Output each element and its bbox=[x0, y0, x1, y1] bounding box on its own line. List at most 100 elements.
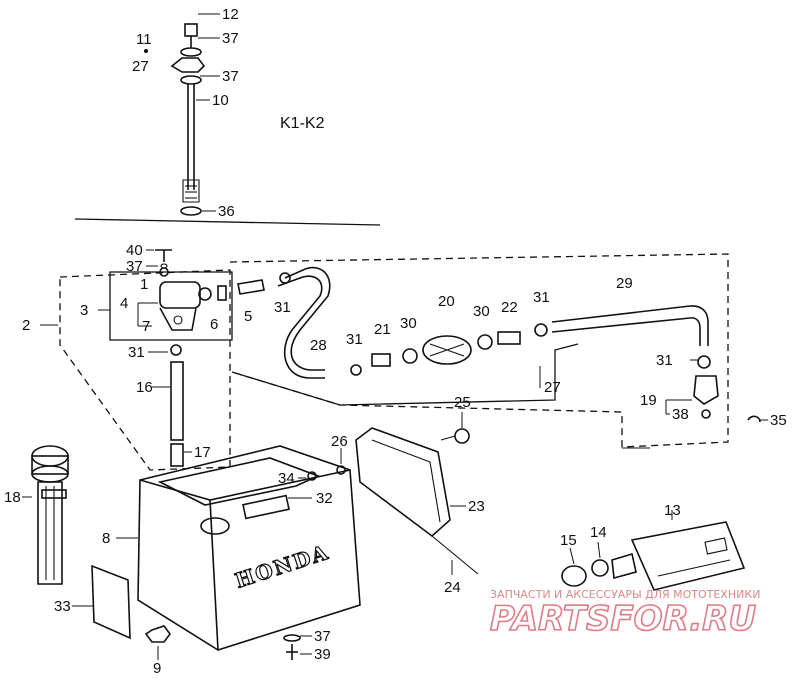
callout-37: 37 bbox=[222, 68, 239, 85]
callout-15: 15 bbox=[560, 532, 577, 549]
callout-12: 12 bbox=[222, 6, 239, 23]
part-31-clamp-left bbox=[170, 344, 182, 356]
callout-17: 17 bbox=[194, 444, 211, 461]
leader-lines bbox=[22, 13, 768, 660]
part-32-label bbox=[242, 494, 290, 520]
callout-6: 6 bbox=[210, 316, 218, 333]
callout-38: 38 bbox=[672, 406, 689, 423]
part-11-dot bbox=[144, 49, 148, 53]
part-15-cap bbox=[561, 565, 587, 587]
callout-19: 19 bbox=[640, 392, 657, 409]
part-24-strap bbox=[431, 535, 479, 575]
callout-25: 25 bbox=[454, 394, 471, 411]
part-12-bolt-head bbox=[184, 23, 198, 37]
callout-34: 34 bbox=[278, 470, 295, 487]
part-9-nut bbox=[144, 625, 171, 643]
fuel-cock-assembly bbox=[155, 249, 265, 331]
part-37-washer-top bbox=[180, 47, 202, 57]
callout-labels: 12 11 37 27 37 10 36 40 37 1 3 4 7 6 5 3… bbox=[4, 6, 787, 677]
callout-22: 22 bbox=[501, 299, 518, 316]
callout-31: 31 bbox=[533, 289, 550, 306]
callout-9: 9 bbox=[153, 660, 161, 677]
part-30-clip-left bbox=[402, 348, 418, 364]
part-30-clip-right bbox=[477, 334, 493, 350]
part-8-tank-body bbox=[137, 445, 361, 651]
callout-7: 7 bbox=[142, 318, 150, 335]
gauge-rod-assembly bbox=[144, 23, 206, 216]
callout-8: 8 bbox=[102, 530, 110, 547]
callout-37: 37 bbox=[314, 628, 331, 645]
callout-37: 37 bbox=[222, 30, 239, 47]
callout-2: 2 bbox=[22, 317, 30, 334]
part-8-filler-neck bbox=[200, 517, 230, 535]
part-8-handle bbox=[157, 457, 321, 506]
fuel-line-assembly bbox=[277, 266, 709, 379]
tank-brand-text: HONDA bbox=[232, 540, 332, 593]
callout-1: 1 bbox=[140, 276, 148, 293]
fuel-gauge-float bbox=[31, 445, 69, 585]
breather-hose-assembly bbox=[170, 344, 184, 467]
part-5-nipple bbox=[237, 279, 265, 295]
part-34-vent-screw bbox=[307, 471, 317, 481]
callout-16: 16 bbox=[136, 379, 153, 396]
callout-4: 4 bbox=[120, 295, 128, 312]
part-31-clamp-right bbox=[534, 323, 548, 337]
callout-20: 20 bbox=[438, 293, 455, 310]
oil-bottle bbox=[561, 521, 746, 591]
callout-31: 31 bbox=[346, 331, 363, 348]
callout-36: 36 bbox=[218, 203, 235, 220]
part-7-lever bbox=[159, 307, 197, 331]
part-20-primer-bulb bbox=[422, 335, 472, 365]
callout-31: 31 bbox=[656, 352, 673, 369]
callout-40: 40 bbox=[126, 242, 143, 259]
callout-39: 39 bbox=[314, 646, 331, 663]
part-13-bottle bbox=[630, 521, 746, 591]
part-18-gauge-stem bbox=[37, 481, 63, 585]
fuel-tank: HONDA bbox=[137, 445, 361, 651]
part-23-cover bbox=[355, 427, 451, 538]
watermark: ЗАПЧАСТИ И АКСЕССУАРЫ ДЛЯ МОТОТЕХНИКИ PA… bbox=[489, 588, 760, 640]
callout-23: 23 bbox=[468, 498, 485, 515]
part-1-cock-body bbox=[159, 281, 201, 309]
callout-26: 26 bbox=[331, 433, 348, 450]
part-38-oring bbox=[701, 409, 711, 419]
part-28-hose-inner bbox=[277, 275, 325, 379]
callout-29: 29 bbox=[616, 275, 633, 292]
part-31-clamp-top bbox=[279, 272, 291, 284]
part-22-connector bbox=[497, 331, 521, 345]
callout-5: 5 bbox=[244, 308, 252, 325]
part-21-connector bbox=[371, 353, 391, 367]
callout-3: 3 bbox=[80, 302, 88, 319]
callout-18: 18 bbox=[4, 489, 21, 506]
frame-part-3 bbox=[109, 271, 233, 341]
part-35-clip bbox=[747, 415, 761, 423]
part-31-clamp-conn bbox=[697, 355, 711, 369]
watermark-caption: ЗАПЧАСТИ И АКСЕССУАРЫ ДЛЯ МОТОТЕХНИКИ bbox=[490, 588, 760, 601]
part-14-seal bbox=[591, 559, 609, 577]
part-33-plate bbox=[91, 564, 131, 640]
part-17-grommet bbox=[170, 443, 184, 467]
callout-32: 32 bbox=[316, 490, 333, 507]
part-29-hose-bottom bbox=[551, 317, 701, 346]
part-36-seal bbox=[180, 206, 202, 216]
part-31-clamp-mid bbox=[350, 364, 362, 376]
callout-24: 24 bbox=[444, 579, 461, 596]
callout-30: 30 bbox=[400, 315, 417, 332]
callout-31: 31 bbox=[128, 344, 145, 361]
part-37-washer-low bbox=[180, 75, 202, 85]
tank-cover bbox=[336, 427, 479, 575]
callout-30: 30 bbox=[473, 303, 490, 320]
section-divider bbox=[74, 218, 381, 226]
part-28-hose-outer bbox=[284, 266, 331, 371]
watermark-site: PARTSFOR.RU bbox=[490, 599, 756, 639]
frame-part-27 bbox=[229, 253, 729, 448]
part-19-connector bbox=[693, 375, 719, 405]
callout-27: 27 bbox=[132, 58, 149, 75]
callout-33: 33 bbox=[54, 598, 71, 615]
callout-31: 31 bbox=[274, 299, 291, 316]
callout-14: 14 bbox=[590, 524, 607, 541]
callout-13: 13 bbox=[664, 502, 681, 519]
part-26-screw bbox=[336, 465, 346, 475]
part-37-washer-bottom bbox=[283, 634, 301, 642]
